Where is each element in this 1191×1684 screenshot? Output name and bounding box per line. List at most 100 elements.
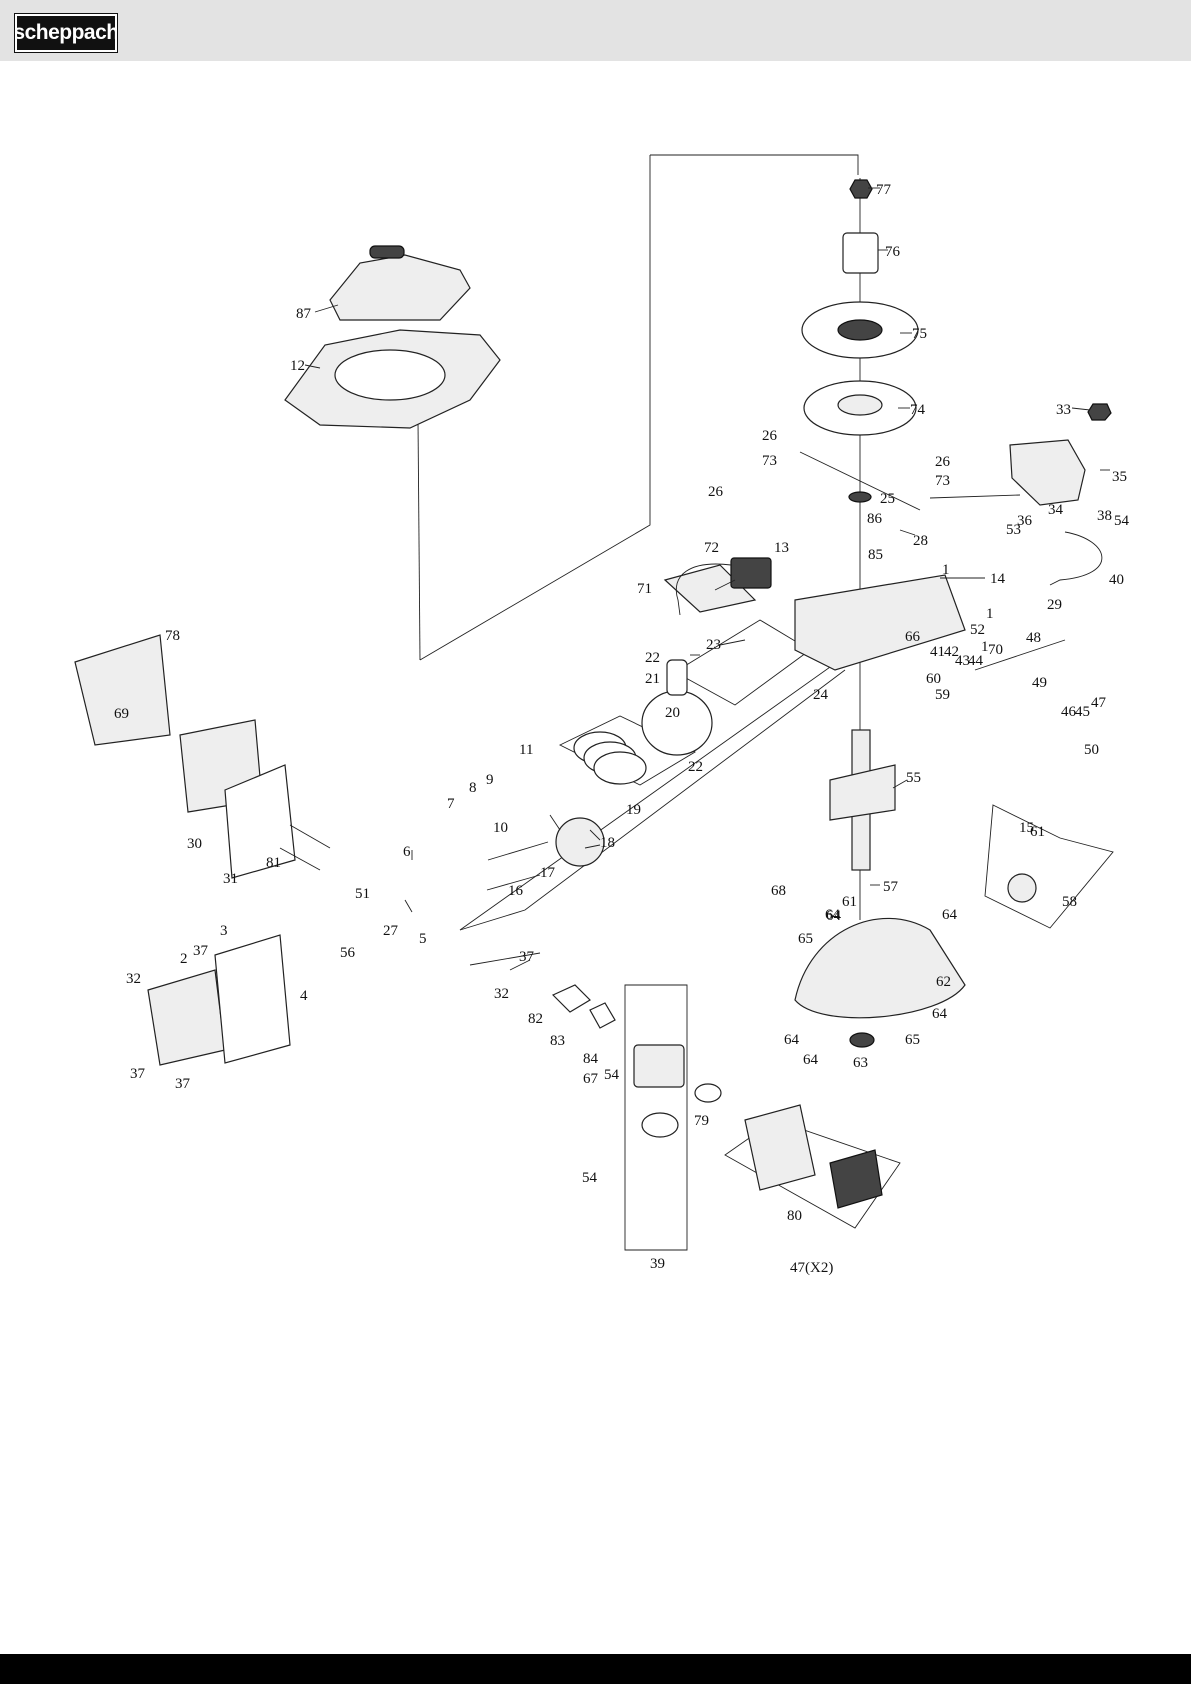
part-label: 43 <box>955 653 970 669</box>
part-label: 82 <box>528 1011 543 1027</box>
part-label: 7 <box>447 796 455 812</box>
part-label: 56 <box>340 945 356 961</box>
part-label: 46 <box>1061 704 1077 720</box>
part-label: 64 <box>784 1032 800 1048</box>
part-label: 29 <box>1047 597 1062 613</box>
part-label: 69 <box>114 706 129 722</box>
part-label: 66 <box>905 629 921 645</box>
label-leaders <box>304 187 1110 971</box>
part-label: 34 <box>1048 502 1064 518</box>
part-label: 71 <box>637 581 652 597</box>
part-label: 53 <box>1006 522 1021 538</box>
part-label: 31 <box>223 871 238 887</box>
part-label: 83 <box>550 1033 565 1049</box>
part-label: 52 <box>970 622 985 638</box>
part-label: 37 <box>175 1076 191 1092</box>
part-label: 15 <box>1019 820 1034 836</box>
part-label: 64 <box>826 908 842 924</box>
part-label: 30 <box>187 836 202 852</box>
part-label: 1 <box>942 562 950 578</box>
part-label: 37 <box>130 1066 146 1082</box>
part-label: 59 <box>935 687 950 703</box>
part-label: 47(X2) <box>790 1260 833 1276</box>
part-label: 73 <box>935 473 950 489</box>
part-label: 62 <box>936 974 951 990</box>
part-label: 39 <box>650 1256 665 1272</box>
part-label: 68 <box>771 883 786 899</box>
part-label: 57 <box>883 879 899 895</box>
part-label: 37 <box>193 943 209 959</box>
part-label: 22 <box>645 650 660 666</box>
part-label: 5 <box>419 931 427 947</box>
part-label: 80 <box>787 1208 802 1224</box>
part-label: 81 <box>266 855 281 871</box>
part-label: 76 <box>885 244 901 260</box>
part-label: 44 <box>968 653 984 669</box>
part-label: 26 <box>762 428 778 444</box>
part-label: 25 <box>880 491 895 507</box>
part-label: 86 <box>867 511 883 527</box>
part-label: 72 <box>704 540 719 556</box>
part-label: 12 <box>290 358 305 374</box>
part-label: 79 <box>694 1113 709 1129</box>
part-label: 1 <box>981 639 989 655</box>
part-label: 65 <box>798 931 813 947</box>
part-labels: 77 76 75 74 87 12 33 26 73 35 26 73 26 2… <box>114 182 1130 1276</box>
page-footer-bar <box>0 1654 1191 1684</box>
part-label: 11 <box>519 742 533 758</box>
part-label: 32 <box>126 971 141 987</box>
part-label: 70 <box>988 642 1003 658</box>
part-label: 51 <box>355 886 370 902</box>
part-label: 26 <box>708 484 724 500</box>
part-label: 35 <box>1112 469 1127 485</box>
part-label: 16 <box>508 883 524 899</box>
part-label: 9 <box>486 772 494 788</box>
part-label: 61 <box>842 894 857 910</box>
part-label: 42 <box>944 644 959 660</box>
part-label: 20 <box>665 705 680 721</box>
part-label: 23 <box>706 637 721 653</box>
part-label: 55 <box>906 770 921 786</box>
part-label: 24 <box>813 687 829 703</box>
part-label: 64 <box>932 1006 948 1022</box>
part-label: 65 <box>905 1032 920 1048</box>
part-label: 41 <box>930 644 945 660</box>
part-label: 74 <box>910 402 926 418</box>
part-label: 6 <box>403 844 411 860</box>
part-label: 64 <box>803 1052 819 1068</box>
part-label: 28 <box>913 533 928 549</box>
page-header: scheppach <box>0 0 1191 61</box>
part-label: 54 <box>604 1067 620 1083</box>
part-label: 73 <box>762 453 777 469</box>
part-label: 32 <box>494 986 509 1002</box>
part-label: 37 <box>519 949 535 965</box>
part-label: 40 <box>1109 572 1124 588</box>
part-label: 19 <box>626 802 641 818</box>
part-label: 85 <box>868 547 883 563</box>
part-label: 27 <box>383 923 399 939</box>
part-label: 61 <box>1030 824 1045 840</box>
part-label: 36 <box>1017 513 1033 529</box>
part-label: 47 <box>1091 695 1107 711</box>
part-label: 10 <box>493 820 508 836</box>
parts <box>74 179 1112 1209</box>
part-label: 21 <box>645 671 660 687</box>
part-label: 18 <box>600 835 615 851</box>
part-label: 54 <box>1114 513 1130 529</box>
part-label: 64 <box>942 907 958 923</box>
part-label: 50 <box>1084 742 1099 758</box>
part-label: 87 <box>296 306 312 322</box>
part-label: 77 <box>876 182 892 198</box>
part-label: 38 <box>1097 508 1112 524</box>
part-label: 64 <box>825 907 841 923</box>
assembly-outlines <box>417 154 1114 1251</box>
part-label: 67 <box>583 1071 599 1087</box>
part-label: 63 <box>853 1055 868 1071</box>
part-label: 1 <box>986 606 994 622</box>
part-label: 4 <box>300 988 308 1004</box>
part-label: 22 <box>688 759 703 775</box>
part-label: 48 <box>1026 630 1041 646</box>
brand-logo: scheppach <box>13 13 119 53</box>
part-label: 3 <box>220 923 228 939</box>
